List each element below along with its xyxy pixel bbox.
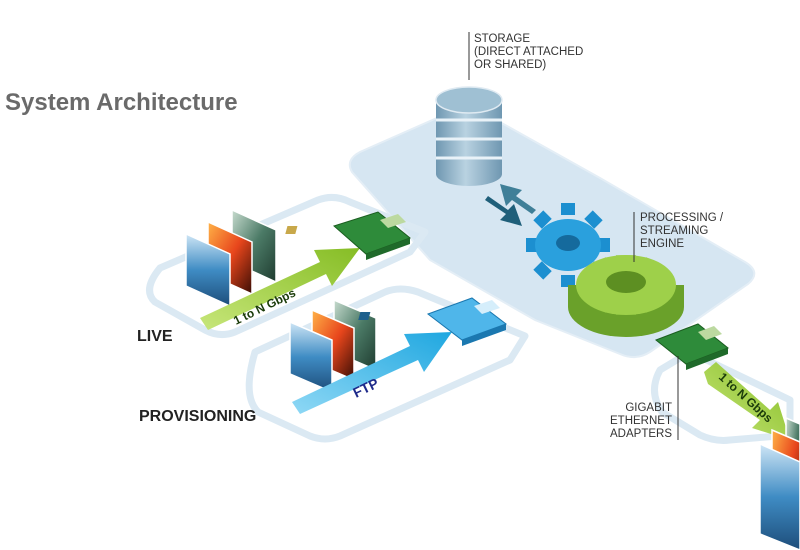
- adapters-callout-line-3: ADAPTERS: [610, 428, 672, 440]
- blue-gear-icon: [526, 203, 610, 287]
- ftp-input-arrow: [292, 332, 452, 414]
- engine-callout-line-3: ENGINE: [640, 238, 685, 250]
- adapters-callout-line-1: GIGABIT: [625, 402, 672, 414]
- gigabit-adapter-network-card-icon: [655, 323, 729, 370]
- storage-callout-line-1: STORAGE: [474, 33, 531, 45]
- provisioning-label: PROVISIONING: [139, 408, 257, 425]
- engine-callout: PROCESSING / STREAMING ENGINE: [640, 212, 723, 251]
- output-tray: [651, 348, 794, 444]
- green-gear-icon: [568, 255, 684, 337]
- page-title: System Architecture: [5, 89, 238, 116]
- live-video-frames-icon: [185, 208, 277, 308]
- storage-callout-line-2: (DIRECT ATTACHED: [474, 46, 584, 58]
- provisioning-network-card-icon: [358, 297, 508, 346]
- adapters-callout: GIGABIT ETHERNET ADAPTERS: [600, 402, 672, 441]
- storage-cylinder-icon: [435, 86, 503, 186]
- live-input-arrow: [200, 248, 360, 330]
- sync-arrows-icon: [485, 184, 536, 226]
- provisioning-video-frames-icon: [289, 298, 377, 394]
- output-video-frames-icon: [759, 416, 800, 550]
- engine-callout-line-2: STREAMING: [640, 225, 709, 237]
- output-arrow: [704, 362, 790, 440]
- storage-callout: STORAGE (DIRECT ATTACHED OR SHARED): [474, 33, 583, 72]
- live-tray: [146, 193, 429, 339]
- live-label: LIVE: [137, 328, 173, 345]
- engine-callout-line-1: PROCESSING /: [640, 212, 724, 224]
- live-network-card-icon: [285, 211, 412, 260]
- adapters-callout-line-2: ETHERNET: [610, 415, 672, 427]
- storage-callout-line-3: OR SHARED): [474, 59, 547, 71]
- provisioning-tray: [245, 285, 529, 443]
